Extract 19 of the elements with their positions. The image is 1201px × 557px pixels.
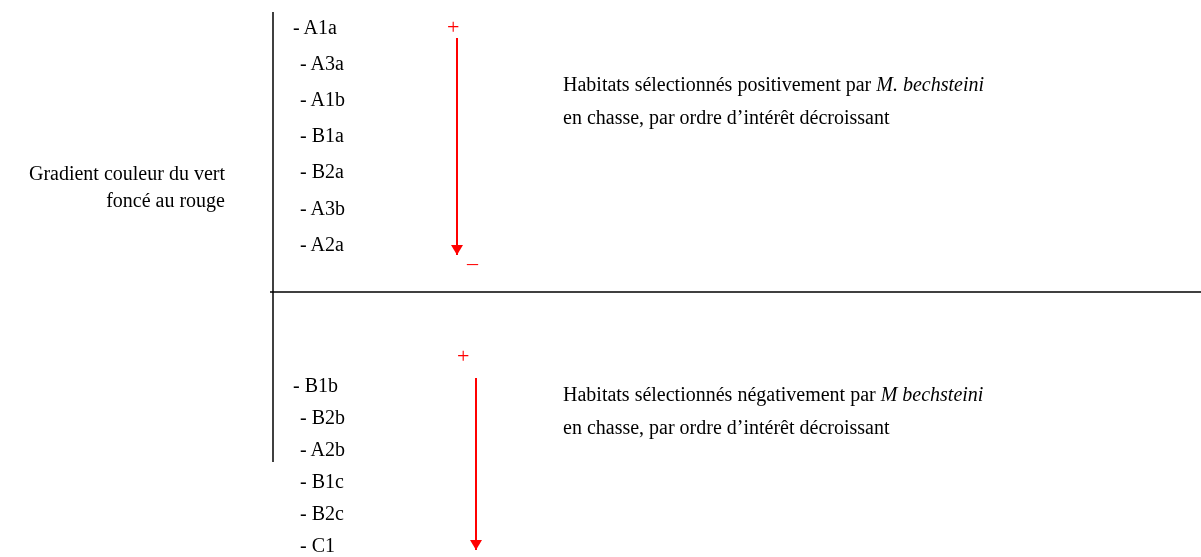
habitat-code: - C1 xyxy=(300,535,335,555)
habitat-description: Habitats sélectionnés négativement par M bechsteini en chasse, par ordre d’intérêt décroissant xyxy=(563,382,985,441)
habitat-code: - B1b xyxy=(293,375,338,395)
habitat-code: - B2b xyxy=(300,407,345,427)
habitat-code: - B1c xyxy=(300,471,344,491)
gradient-sign: + xyxy=(447,16,460,38)
gradient-sign: – xyxy=(467,252,478,274)
gradient-note: Gradient couleur du vert foncé au rouge xyxy=(27,161,225,214)
habitat-description: Habitats sélectionnés positivement par M. bechsteini en chasse, par ordre d’intérêt décroissant xyxy=(563,72,985,131)
habitat-code: - B2a xyxy=(300,161,344,181)
habitat-code: - A1b xyxy=(300,89,345,109)
habitat-code: - A2a xyxy=(300,234,344,254)
habitat-code: - A3b xyxy=(300,198,345,218)
gradient-sign: + xyxy=(457,345,470,367)
habitat-code: - A3a xyxy=(300,53,344,73)
habitat-code: - B2c xyxy=(300,503,344,523)
habitat-code: - A1a xyxy=(293,17,337,37)
habitat-code: - A2b xyxy=(300,439,345,459)
habitat-code: - B1a xyxy=(300,125,344,145)
